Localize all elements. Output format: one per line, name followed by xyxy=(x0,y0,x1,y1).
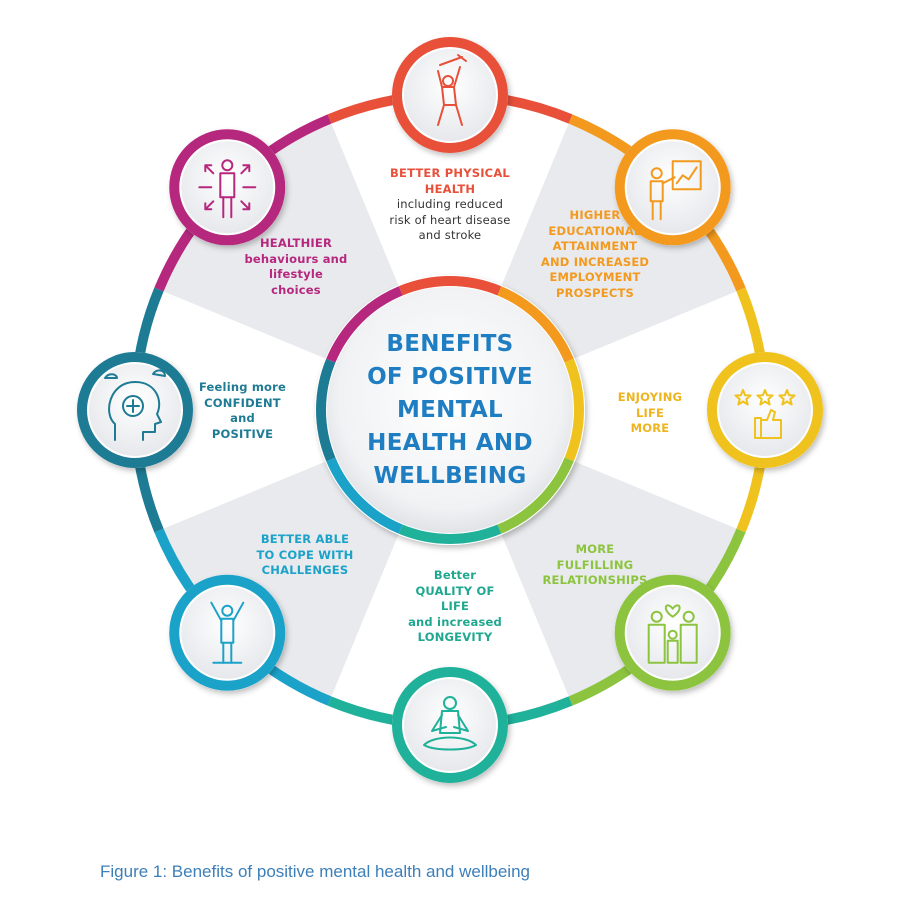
label-line: lifestyle xyxy=(268,267,324,281)
node-ring xyxy=(169,129,286,246)
icon-nodes xyxy=(77,37,823,783)
node-ring xyxy=(169,574,286,691)
label-line: Better xyxy=(433,568,477,582)
node-face xyxy=(404,49,496,141)
label-line: ATTAINMENT xyxy=(552,239,638,253)
center-ring xyxy=(315,275,585,545)
node-enjoying xyxy=(707,352,823,468)
label-behaviours: HEALTHIER behaviours and lifestyle choic… xyxy=(236,236,356,298)
exercise-person-icon xyxy=(437,54,467,126)
center-ring-arc-education xyxy=(497,286,574,363)
label-line: choices xyxy=(271,282,321,297)
label-line: LIFE xyxy=(440,599,470,613)
center-ring-arc-relationships xyxy=(497,457,574,534)
label-cope: BETTER ABLE TO COPE WITH CHALLENGES xyxy=(240,532,370,579)
label-line: LIFE xyxy=(635,405,665,420)
label-line: BETTER PHYSICAL xyxy=(390,166,510,180)
figure-caption: Figure 1: Benefits of positive mental he… xyxy=(100,862,530,881)
label-enjoying: ENJOYING LIFE MORE xyxy=(600,390,700,437)
label-quality: Better QUALITY OF LIFE and increased LON… xyxy=(390,568,520,646)
node-face xyxy=(89,364,181,456)
label-line: HEALTHIER xyxy=(259,236,333,250)
node-cope xyxy=(169,574,286,691)
label-line: AND INCREASED xyxy=(540,254,650,269)
meditation-icon xyxy=(423,696,477,751)
label-line: POSITIVE xyxy=(211,426,274,441)
center-title-line: OF POSITIVE xyxy=(367,364,533,390)
node-ring xyxy=(707,352,823,468)
center-ring-arc-confident xyxy=(316,358,336,462)
center-ring-arc-quality xyxy=(398,524,502,544)
teacher-chart-icon xyxy=(649,160,702,221)
center-title-line: WELLBEING xyxy=(373,463,527,489)
node-ring xyxy=(77,352,193,468)
segment-wedge-physical xyxy=(329,95,571,411)
node-face xyxy=(181,586,274,679)
label-line: and increased xyxy=(408,614,502,629)
arms-raised-person-icon xyxy=(210,601,245,664)
node-ring xyxy=(392,667,508,783)
label-line: CONFIDENT xyxy=(204,395,281,410)
label-physical: BETTER PHYSICAL HEALTH including reduced… xyxy=(365,166,535,244)
label-line: EMPLOYMENT xyxy=(549,270,641,284)
center-disc xyxy=(327,287,573,533)
label-line: HIGHER xyxy=(569,208,621,222)
label-line: ENJOYING xyxy=(617,390,683,404)
label-line: PROSPECTS xyxy=(556,285,634,300)
label-subline: including reduced xyxy=(396,197,504,211)
label-line: CHALLENGES xyxy=(261,563,349,577)
label-line: HEALTH xyxy=(424,181,476,196)
node-quality xyxy=(392,667,508,783)
label-subline: and stroke xyxy=(418,228,482,242)
label-line: FULFILLING xyxy=(556,557,634,572)
label-line: QUALITY OF xyxy=(415,583,495,598)
center-ring-arc-cope xyxy=(326,457,403,534)
segment-wedge-enjoying xyxy=(450,289,765,531)
label-line: MORE xyxy=(575,542,615,556)
stars-thumbs-up-icon xyxy=(734,389,796,439)
label-line: TO COPE WITH xyxy=(256,547,354,562)
label-subline: risk of heart disease xyxy=(389,212,511,227)
label-line: behaviours and xyxy=(244,251,348,266)
center-ring-arc-enjoying xyxy=(564,358,584,462)
label-line: Feeling more xyxy=(198,380,287,394)
node-relationships xyxy=(614,574,731,691)
family-heart-icon xyxy=(647,604,698,664)
node-face xyxy=(719,364,811,456)
center-title-line: BENEFITS xyxy=(386,331,514,357)
label-line: EDUCATIONAL xyxy=(548,223,642,238)
label-confident: Feeling more CONFIDENT and POSITIVE xyxy=(185,380,300,442)
center-ring-arc-behaviours xyxy=(326,286,403,363)
label-education: HIGHER EDUCATIONAL ATTAINMENT AND INCREA… xyxy=(530,208,660,301)
node-face xyxy=(626,586,719,679)
node-ring xyxy=(614,574,731,691)
segment-wedge-quality xyxy=(329,410,571,725)
node-ring xyxy=(392,37,508,153)
node-ring xyxy=(614,129,731,246)
label-line: RELATIONSHIPS xyxy=(542,573,648,587)
node-behaviours xyxy=(169,129,286,246)
center-title: BENEFITS OF POSITIVE MENTAL HEALTH AND W… xyxy=(330,328,570,493)
label-line: and xyxy=(230,411,255,425)
segment-wedge-confident xyxy=(135,289,450,531)
center-title-line: HEALTH AND xyxy=(367,430,533,456)
node-education xyxy=(614,129,731,246)
label-line: LONGEVITY xyxy=(417,630,493,644)
person-arrows-icon xyxy=(198,159,257,219)
node-face xyxy=(404,679,496,771)
label-line: MORE xyxy=(630,421,670,435)
head-mind-icon xyxy=(104,369,166,441)
node-physical xyxy=(392,37,508,153)
node-face xyxy=(181,141,274,234)
center-ring-arc-physical xyxy=(398,276,502,296)
label-line: BETTER ABLE xyxy=(260,532,350,546)
label-relationships: MORE FULFILLING RELATIONSHIPS xyxy=(520,542,670,589)
node-confident xyxy=(77,352,193,468)
center-title-line: MENTAL xyxy=(396,397,503,423)
